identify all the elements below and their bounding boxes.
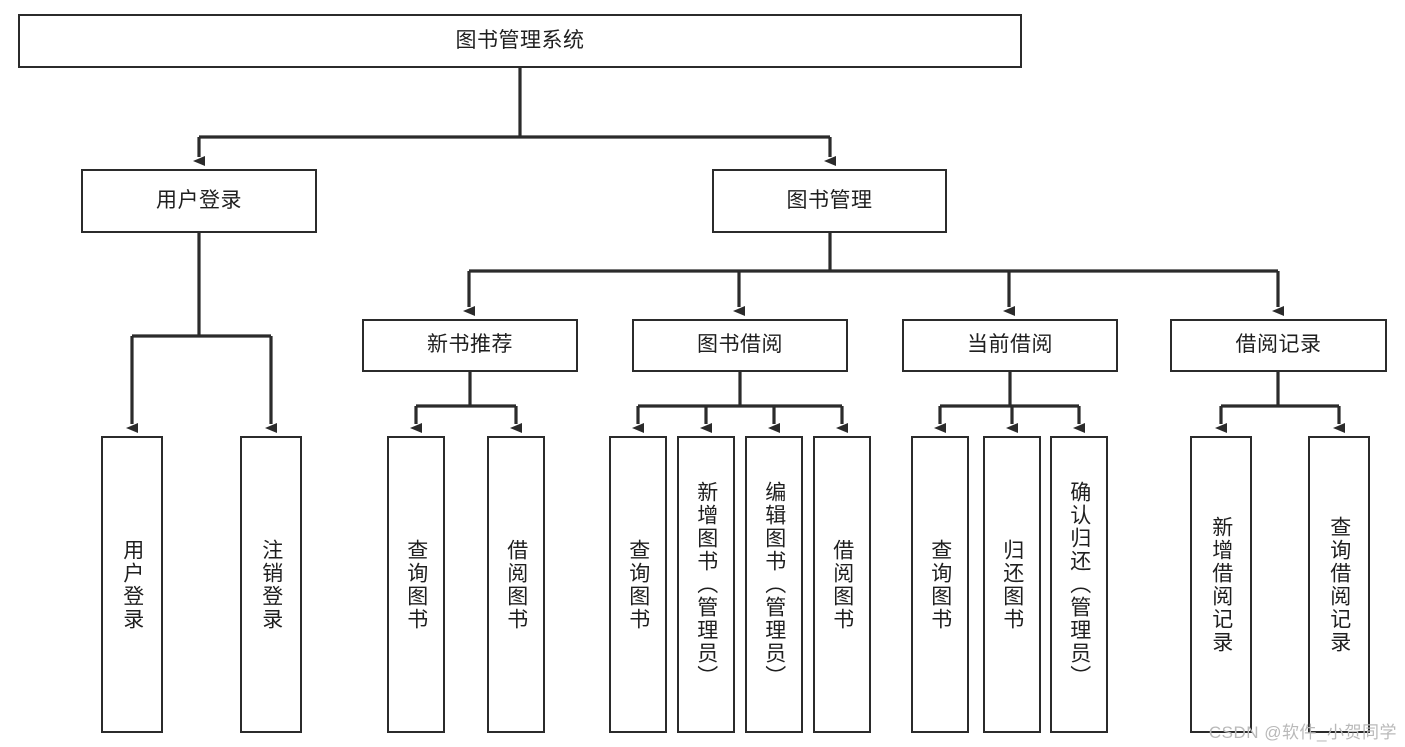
node-label: 注销登录 xyxy=(259,538,283,631)
leaf-add-book-admin[interactable]: 新增图书（管理员） xyxy=(677,436,735,733)
leaf-query-book-borrow[interactable]: 查询图书 xyxy=(609,436,667,733)
node-label: 图书借阅 xyxy=(697,333,783,357)
leaf-user-login[interactable]: 用户登录 xyxy=(101,436,163,733)
node-label: 确认归还（管理员） xyxy=(1067,481,1091,688)
node-label: 查询图书 xyxy=(404,538,428,631)
leaf-confirm-return-admin[interactable]: 确认归还（管理员） xyxy=(1050,436,1108,733)
node-level3-new-book-recommend[interactable]: 新书推荐 xyxy=(362,319,578,372)
leaf-logout-login[interactable]: 注销登录 xyxy=(240,436,302,733)
leaf-add-borrow-record[interactable]: 新增借阅记录 xyxy=(1190,436,1252,733)
leaf-edit-book-admin[interactable]: 编辑图书（管理员） xyxy=(745,436,803,733)
leaf-query-book-current[interactable]: 查询图书 xyxy=(911,436,969,733)
node-label: 借阅图书 xyxy=(830,538,854,631)
node-label: 新书推荐 xyxy=(427,333,513,357)
leaf-borrow-book-recommend[interactable]: 借阅图书 xyxy=(487,436,545,733)
node-label: 查询图书 xyxy=(626,538,650,631)
node-label: 用户登录 xyxy=(156,188,242,212)
node-label: 查询图书 xyxy=(928,538,952,631)
watermark: CSDN @软件_小贺同学 xyxy=(1208,723,1397,742)
node-root[interactable]: 图书管理系统 xyxy=(18,14,1022,68)
leaf-query-book-recommend[interactable]: 查询图书 xyxy=(387,436,445,733)
node-label: 借阅图书 xyxy=(504,538,528,631)
node-label: 归还图书 xyxy=(1000,538,1024,631)
node-label: 编辑图书（管理员） xyxy=(762,481,786,688)
node-label: 借阅记录 xyxy=(1235,333,1322,357)
node-level3-book-borrow[interactable]: 图书借阅 xyxy=(632,319,848,372)
leaf-query-borrow-record[interactable]: 查询借阅记录 xyxy=(1308,436,1370,733)
node-level3-borrow-records[interactable]: 借阅记录 xyxy=(1170,319,1387,372)
node-label: 新增图书（管理员） xyxy=(694,481,718,688)
node-level2-user-login[interactable]: 用户登录 xyxy=(81,169,317,233)
node-label: 当前借阅 xyxy=(967,333,1053,357)
node-level3-current-borrow[interactable]: 当前借阅 xyxy=(902,319,1118,372)
node-label: 新增借阅记录 xyxy=(1209,515,1233,654)
node-label: 查询借阅记录 xyxy=(1327,515,1351,654)
leaf-borrow-book[interactable]: 借阅图书 xyxy=(813,436,871,733)
node-label: 用户登录 xyxy=(120,538,144,631)
leaf-return-book[interactable]: 归还图书 xyxy=(983,436,1041,733)
node-level2-book-management[interactable]: 图书管理 xyxy=(712,169,947,233)
node-label: 图书管理系统 xyxy=(455,28,585,52)
node-label: 图书管理 xyxy=(786,188,873,212)
